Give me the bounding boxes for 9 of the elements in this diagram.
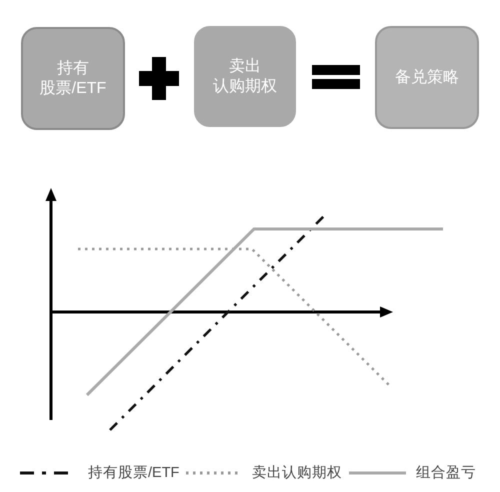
rounded-box	[375, 26, 479, 129]
box-label: 备兑策略	[395, 68, 459, 88]
rounded-box	[21, 27, 125, 130]
legend-label: 卖出认购期权	[252, 464, 342, 482]
rounded-box	[194, 26, 296, 127]
legend-label: 持有股票/ETF	[88, 464, 180, 482]
legend-label: 组合盈亏	[416, 464, 476, 482]
box-label: 持有股票/ETF	[38, 58, 108, 98]
box-label: 卖出认购期权	[212, 56, 278, 96]
